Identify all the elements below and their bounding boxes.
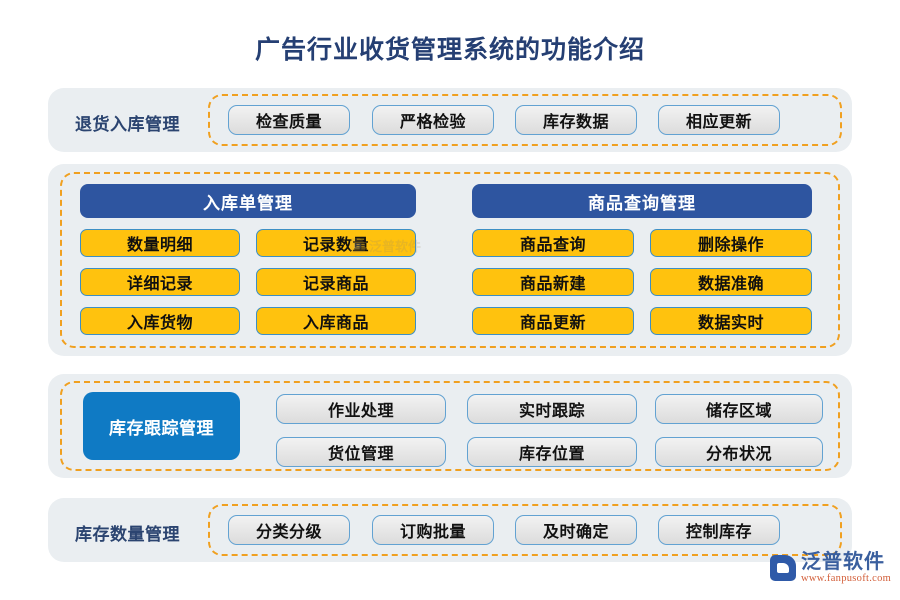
dashed-container-inventory-tracking [60,381,840,471]
section-label-inventory-quantity: 库存数量管理 [75,525,180,544]
button-inbound-cargo[interactable]: 入库货物 [80,307,240,335]
group-header-inbound-order: 入库单管理 [80,184,416,218]
button-corresponding-update[interactable]: 相应更新 [658,105,780,135]
button-timely-confirmation[interactable]: 及时确定 [515,515,637,545]
button-realtime-tracking[interactable]: 实时跟踪 [467,394,637,424]
button-record-quantity[interactable]: 记录数量 [256,229,416,257]
button-classification-grading[interactable]: 分类分级 [228,515,350,545]
button-detailed-record[interactable]: 详细记录 [80,268,240,296]
button-record-goods[interactable]: 记录商品 [256,268,416,296]
section-label-return-inbound: 退货入库管理 [75,115,180,134]
button-goods-query[interactable]: 商品查询 [472,229,634,257]
button-data-realtime[interactable]: 数据实时 [650,307,812,335]
button-strict-inspection[interactable]: 严格检验 [372,105,494,135]
button-location-management[interactable]: 货位管理 [276,437,446,467]
button-distribution-status[interactable]: 分布状况 [655,437,823,467]
section-label-inventory-tracking: 库存跟踪管理 [83,392,240,460]
button-goods-create[interactable]: 商品新建 [472,268,634,296]
button-data-accurate[interactable]: 数据准确 [650,268,812,296]
button-control-inventory[interactable]: 控制库存 [658,515,780,545]
button-order-batch[interactable]: 订购批量 [372,515,494,545]
dashed-container-inventory-quantity [208,504,842,556]
button-inventory-data[interactable]: 库存数据 [515,105,637,135]
button-delete-operation[interactable]: 删除操作 [650,229,812,257]
dashed-container-return-inbound [208,94,842,146]
button-inbound-goods[interactable]: 入库商品 [256,307,416,335]
button-storage-area[interactable]: 储存区域 [655,394,823,424]
group-header-goods-query: 商品查询管理 [472,184,812,218]
button-job-processing[interactable]: 作业处理 [276,394,446,424]
dashed-container-inbound-and-query [60,172,840,348]
button-goods-update[interactable]: 商品更新 [472,307,634,335]
page-title: 广告行业收货管理系统的功能介绍 [254,36,645,64]
button-check-quality[interactable]: 检查质量 [228,105,350,135]
brand-url: www.fanpusoft.com [801,573,892,584]
button-inventory-location[interactable]: 库存位置 [467,437,637,467]
button-quantity-detail[interactable]: 数量明细 [80,229,240,257]
